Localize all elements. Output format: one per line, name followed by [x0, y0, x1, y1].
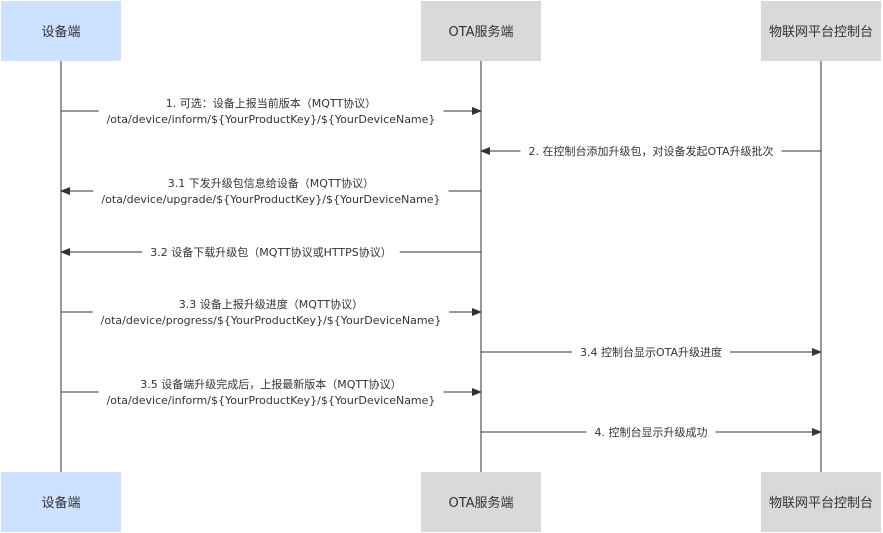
actor-platform-top: 物联网平台控制台 [761, 1, 881, 61]
message-5: 3.3 设备上报升级进度（MQTT协议） /ota/device/progress… [61, 297, 482, 327]
message-label: 1. 可选：设备上报当前版本（MQTT协议） [166, 96, 376, 110]
message-label: 4. 控制台显示升级成功 [595, 425, 708, 439]
message-7: 3.5 设备端升级完成后，上报最新版本（MQTT协议） /ota/device/i… [61, 377, 482, 407]
message-label: 3.4 控制台显示OTA升级进度 [580, 345, 722, 359]
message-label: 3.5 设备端升级完成后，上报最新版本（MQTT协议） [140, 377, 401, 391]
message-4: 3.2 设备下载升级包（MQTT协议或HTTPS协议） [60, 245, 481, 259]
actor-label: OTA服务端 [448, 495, 513, 511]
actor-label: 物联网平台控制台 [769, 25, 873, 40]
actor-device-top: 设备端 [1, 1, 121, 61]
actor-box [761, 472, 881, 532]
message-1: 1. 可选：设备上报当前版本（MQTT协议） /ota/device/inform… [61, 96, 482, 126]
message-label: /ota/device/inform/${YourProductKey}/${Y… [107, 394, 436, 407]
actor-box [1, 1, 121, 61]
message-3: 3.1 下发升级包信息给设备（MQTT协议） /ota/device/upgrad… [60, 176, 481, 206]
actor-box [421, 1, 541, 61]
actor-label: 设备端 [41, 495, 80, 511]
message-6: 3.4 控制台显示OTA升级进度 [481, 345, 822, 359]
message-8: 4. 控制台显示升级成功 [481, 425, 822, 439]
message-label: 3.3 设备上报升级进度（MQTT协议） [179, 297, 363, 311]
actor-device-bottom: 设备端 [1, 472, 121, 532]
message-label: 3.2 设备下载升级包（MQTT协议或HTTPS协议） [150, 245, 392, 259]
message-label: 2. 在控制台添加升级包，对设备发起OTA升级批次 [528, 144, 773, 158]
actor-platform-bottom: 物联网平台控制台 [761, 472, 881, 532]
message-label: /ota/device/inform/${YourProductKey}/${Y… [107, 113, 436, 126]
actor-box [761, 1, 881, 61]
actor-box [1, 472, 121, 532]
actor-server-top: OTA服务端 [421, 1, 541, 61]
actor-label: 设备端 [41, 24, 80, 40]
message-2: 2. 在控制台添加升级包，对设备发起OTA升级批次 [480, 144, 821, 158]
actor-label: 物联网平台控制台 [769, 496, 873, 511]
message-label: 3.1 下发升级包信息给设备（MQTT协议） [168, 176, 374, 190]
message-label: /ota/device/upgrade/${YourProductKey}/${… [101, 193, 440, 206]
actor-server-bottom: OTA服务端 [421, 472, 541, 532]
message-label: /ota/device/progress/${YourProductKey}/$… [101, 314, 442, 327]
actor-box [421, 472, 541, 532]
actor-label: OTA服务端 [448, 24, 513, 40]
